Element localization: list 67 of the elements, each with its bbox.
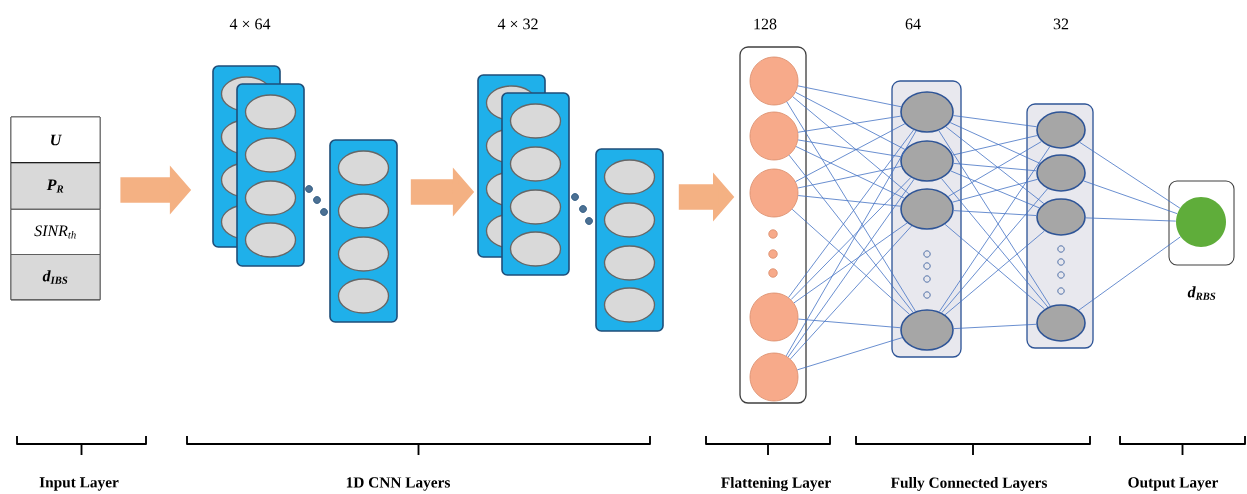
layer-size-label: 64 xyxy=(905,18,921,30)
connection-line xyxy=(797,115,902,133)
connection-line xyxy=(797,166,902,189)
layer-size-label: 32 xyxy=(1053,18,1069,30)
neuron-ellipse xyxy=(1036,198,1086,236)
table-cell: U xyxy=(10,116,101,164)
connection-line xyxy=(795,123,906,182)
layer-size-label: 4 × 32 xyxy=(497,18,538,30)
neuron-ellipse xyxy=(1036,111,1086,149)
neuron-ellipse xyxy=(900,91,954,133)
connection-line xyxy=(797,318,901,329)
feature-map-bar xyxy=(595,148,664,332)
connection-line xyxy=(951,178,1039,203)
connection-line xyxy=(1079,141,1181,209)
connection-line xyxy=(796,337,903,371)
connection-line xyxy=(952,135,1038,156)
layer-label: 1D CNN Layers xyxy=(346,477,450,491)
neuron-ellipse xyxy=(900,140,954,182)
connection-line xyxy=(791,208,910,315)
connection-line xyxy=(797,139,902,158)
output-neuron xyxy=(1176,197,1226,247)
connection-line xyxy=(787,178,915,358)
layer-label: Flattening Layer xyxy=(721,477,831,491)
neuron-circle xyxy=(749,56,799,106)
table-cell: SINR$_{th}$ xyxy=(10,209,101,255)
connection-line xyxy=(797,85,902,108)
connection-line xyxy=(795,91,906,150)
connection-line xyxy=(792,96,910,195)
connection-line xyxy=(790,177,912,300)
layer-label: Fully Connected Layers xyxy=(890,477,1047,491)
layer-label: Input Layer xyxy=(39,477,119,491)
neuron-ellipse xyxy=(1036,304,1086,342)
neuron-circle xyxy=(749,168,799,218)
connection-line xyxy=(947,141,1042,197)
neuron-circle xyxy=(749,352,799,402)
output-label: d$_{RBS}$ xyxy=(1187,286,1216,300)
connection-line xyxy=(953,210,1037,216)
connection-line xyxy=(953,163,1037,172)
neuron-ellipse xyxy=(1036,154,1086,192)
connection-line xyxy=(788,129,914,298)
neuron-circle xyxy=(749,292,799,342)
neuron-ellipse xyxy=(900,309,954,351)
connection-line xyxy=(1085,217,1177,222)
connection-line xyxy=(1083,180,1178,215)
connection-line xyxy=(949,122,1041,164)
layer-size-label: 4 × 64 xyxy=(229,18,271,30)
connection-line xyxy=(945,126,1045,204)
connection-line xyxy=(788,154,914,313)
connection-line xyxy=(953,323,1037,329)
neuron-circle xyxy=(749,111,799,161)
table-cell: P$_{R}$ xyxy=(10,162,101,210)
connection-line xyxy=(785,130,917,357)
table-cell: d$_{IBS}$ xyxy=(10,254,101,300)
connection-line xyxy=(953,115,1037,128)
connection-line xyxy=(797,195,901,207)
connection-line xyxy=(950,170,1040,209)
connection-line xyxy=(795,146,905,199)
layer-label: Output Layer xyxy=(1128,477,1219,491)
neuron-ellipse xyxy=(900,188,954,230)
connection-line xyxy=(790,225,912,360)
layer-size-label: 128 xyxy=(754,18,777,30)
feature-map-bar xyxy=(329,139,398,323)
connection-line xyxy=(793,222,908,304)
connection-line xyxy=(1078,236,1181,311)
feature-map-bar xyxy=(501,92,570,276)
feature-map-bar xyxy=(236,83,305,267)
connection-line xyxy=(786,101,916,312)
